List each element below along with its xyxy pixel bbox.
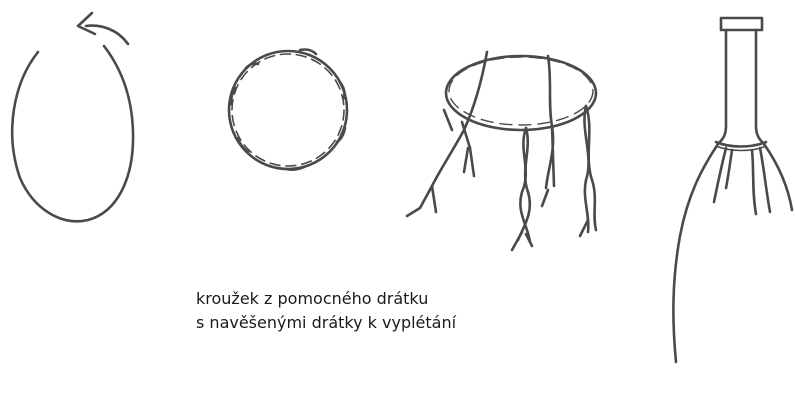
caption-line-1: kroužek z pomocného drátku: [196, 287, 526, 311]
open-wire-loop: [12, 46, 133, 221]
caption: kroužek z pomocného drátku s navěšenými …: [196, 287, 526, 335]
caption-line-2: s navěšenými drátky k vyplétání: [196, 311, 526, 335]
curved-arrow-icon: [78, 13, 128, 44]
twisted-wire-ring: [229, 50, 347, 170]
ring-with-hanging-wires: [407, 52, 596, 250]
bottle-outline: [673, 18, 792, 362]
